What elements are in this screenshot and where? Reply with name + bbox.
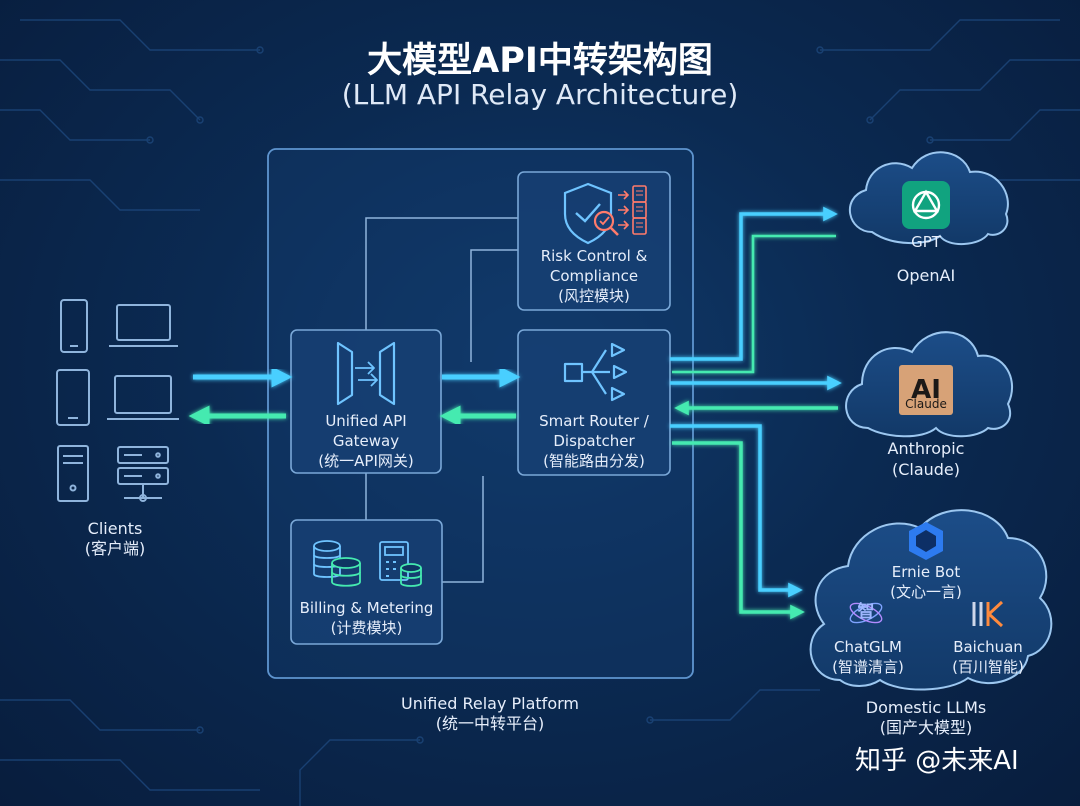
laptop-icon [107,375,179,420]
calculator-icon [379,541,422,587]
ernie-label-line1: Ernie Bot [891,563,961,581]
domestic-label-en: Domestic LLMs [865,698,987,717]
billing-label-line1: Billing & Metering [299,599,434,617]
platform-label-en: Unified Relay Platform [401,694,579,713]
baichuan-label-line1: Baichuan [953,638,1023,656]
router-label: Smart Router / Dispatcher (智能路由分发) [518,411,670,471]
desktop-tower-icon [57,445,89,502]
page-subtitle: (LLM API Relay Architecture) [341,78,739,111]
baichuan-logo-icon [972,600,1004,628]
risk-label-line2: Compliance [549,267,639,285]
router-icon [563,342,628,402]
chatglm-logo-icon [849,602,883,624]
chatglm-label-line1: ChatGLM [834,638,902,656]
domestic-label: Domestic LLMs (国产大模型) [846,698,1006,738]
baichuan-label-line2: (百川智能) [952,658,1024,676]
claude-ai-mark: AI [911,375,941,405]
page-title: 大模型API中转架构图 [367,41,713,81]
openai-label: OpenAI [896,266,956,285]
documents-icon [618,185,647,235]
router-label-line1: Smart Router / [539,412,649,430]
baichuan-label: Baichuan (百川智能) [938,637,1038,677]
gateway-label-line2: Gateway [332,432,400,450]
gateway-icon [336,341,396,406]
claude-logo-text: Claude [905,397,947,411]
coin-stack-icon [313,540,361,587]
ernie-logo-icon [909,522,943,560]
gateway-label: Unified API Gateway (统一API网关) [291,411,441,471]
router-label-line2: Dispatcher [553,432,635,450]
domestic-label-zh: (国产大模型) [879,718,973,737]
gateway-box[interactable] [290,329,442,474]
ernie-label-line2: (文心一言) [890,583,962,601]
claude-logo-icon [899,365,953,415]
phone-icon [60,299,88,353]
laptop-icon [109,304,178,347]
risk-label-line1: Risk Control & [540,247,648,265]
billing-label-line2: (计费模块) [330,619,403,637]
watermark: 知乎 @未来AI [855,746,1019,776]
gpt-logo-text: GPT [911,233,941,251]
chatglm-logo-text: 智 [857,602,875,622]
clients-label: Clients (客户端) [55,519,175,559]
risk-label: Risk Control & Compliance (风控模块) [518,246,670,306]
client-arrows [188,366,293,427]
chatglm-label-line2: (智谱清言) [832,658,904,676]
gateway-label-line1: Unified API [325,412,407,430]
openai-logo-icon [902,181,950,229]
gateway-label-line3: (统一API网关) [318,452,414,470]
internal-connectors [365,217,518,583]
anthropic-label-zh: (Claude) [891,460,961,479]
chatglm-label: ChatGLM (智谱清言) [818,637,918,677]
router-box[interactable] [517,329,671,476]
openai-knot-icon [911,189,941,220]
anthropic-label: Anthropic (Claude) [866,438,986,480]
gateway-router-arrows [439,366,521,427]
router-label-line3: (智能路由分发) [543,452,645,470]
tablet-icon [56,369,90,426]
clients-label-zh: (客户端) [84,539,146,558]
clients-label-en: Clients [87,519,143,538]
server-icon [117,446,169,502]
provider-arrows [670,206,842,620]
shield-check-icon [563,182,619,245]
billing-label: Billing & Metering (计费模块) [291,598,442,638]
anthropic-label-en: Anthropic [887,439,965,458]
risk-label-line3: (风控模块) [558,287,630,305]
circuit-background [0,19,1080,806]
domestic-cloud [809,509,1053,691]
ernie-label: Ernie Bot (文心一言) [866,562,986,602]
platform-label: Unified Relay Platform (统一中转平台) [380,694,600,734]
platform-label-zh: (统一中转平台) [435,714,545,733]
